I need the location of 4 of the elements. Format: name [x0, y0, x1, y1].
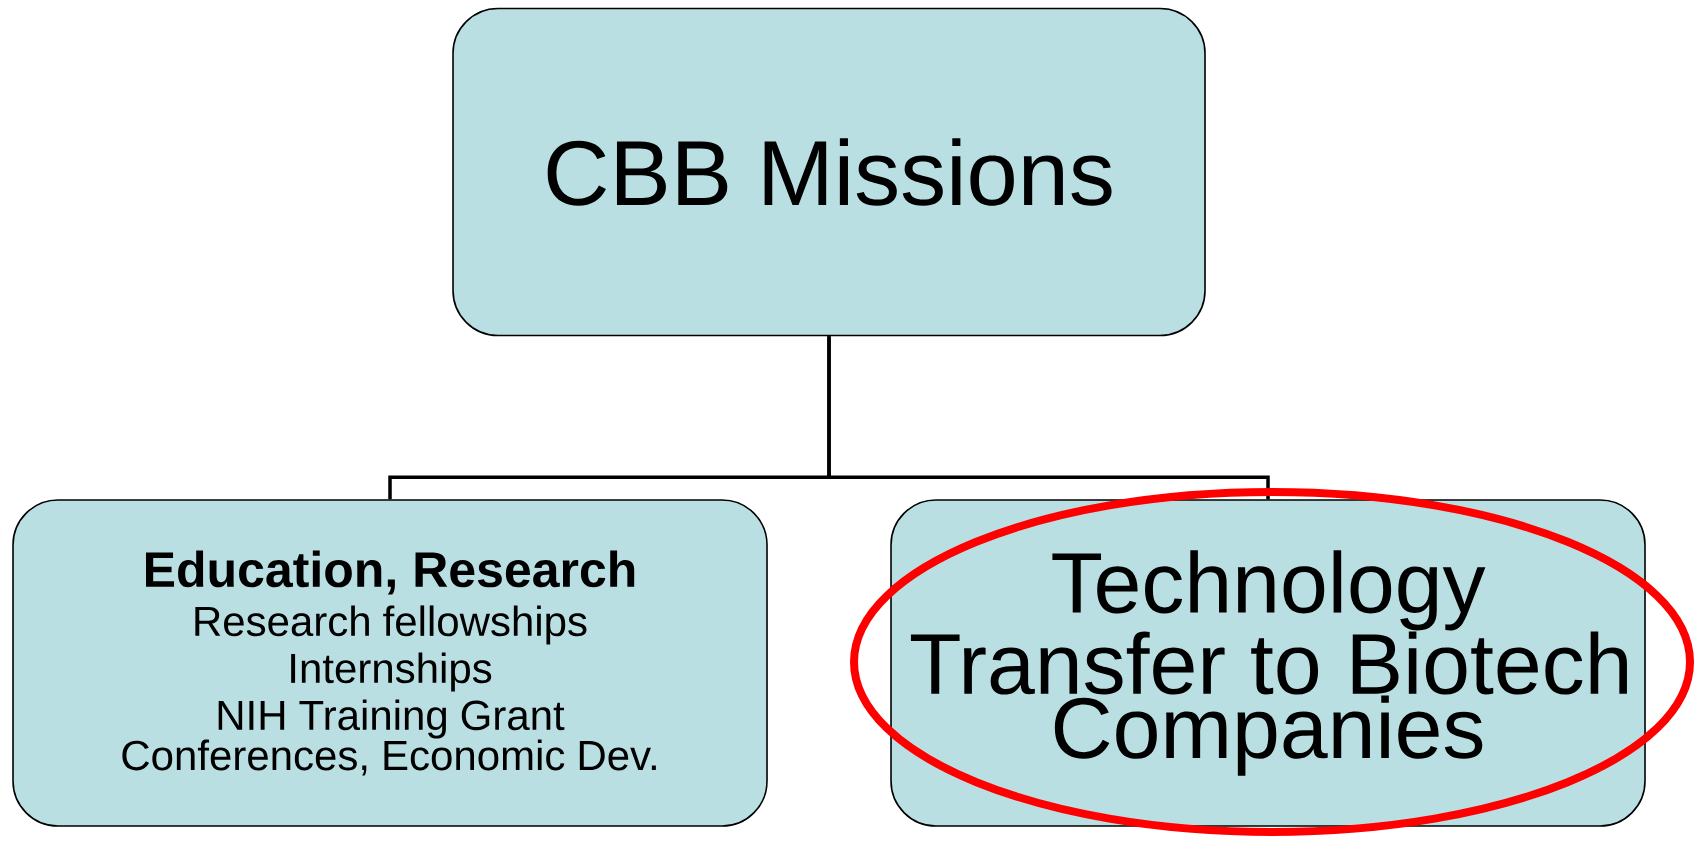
connector-line	[827, 336, 1270, 500]
process-box: Education, Research Research fellowships Internships NIH Training Grant Conferences, Economic Dev.	[12, 499, 768, 827]
process-box: Technology Transfer to Biotech Companies	[890, 499, 1646, 827]
process-box: CBB Missions	[452, 7, 1206, 337]
